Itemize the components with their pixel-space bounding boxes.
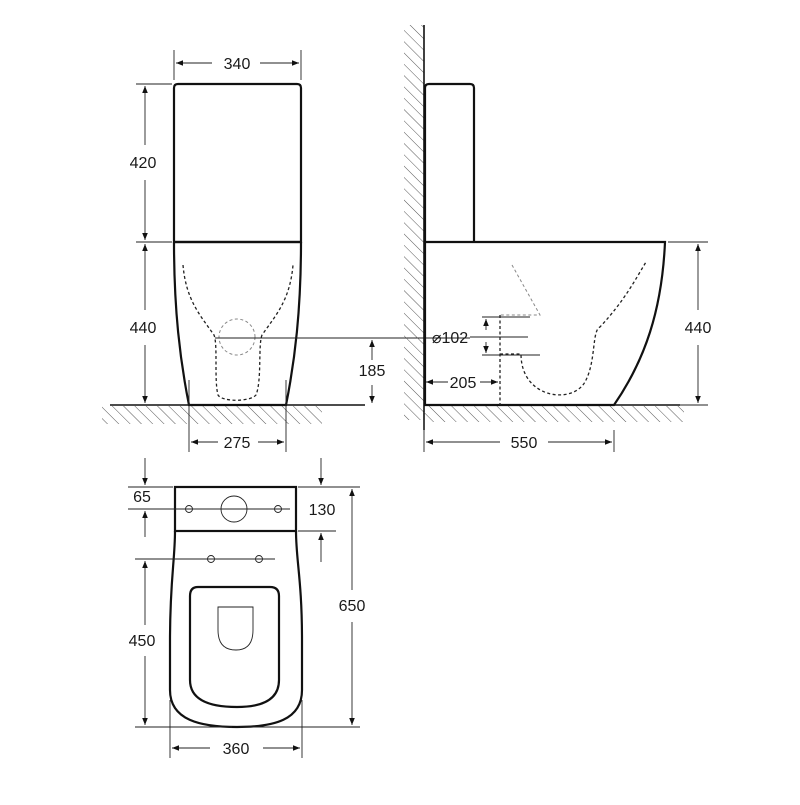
bowl-opening [217, 606, 254, 651]
dim-base-width: 275 [224, 435, 251, 452]
tank-outline [172, 82, 303, 244]
outlet-hidden [218, 318, 256, 356]
dim-outlet-height: 185 [359, 363, 386, 380]
side-view: ⌀102 205 440 550 [404, 25, 711, 452]
tank-side-outline [423, 82, 476, 242]
dim-tank-depth: 130 [309, 502, 336, 519]
bowl-outline [172, 241, 303, 407]
floor-hatch [102, 406, 322, 424]
dim-total-depth: 550 [511, 435, 538, 452]
front-view: 340 420 440 185 275 [102, 50, 470, 452]
trapway-side-hidden [500, 261, 647, 396]
floor-hatch-side [424, 406, 684, 422]
bowl-top-outline [168, 530, 304, 729]
dim-tank-width: 340 [224, 56, 251, 73]
trapway-hidden [182, 264, 294, 401]
seat-outline [188, 585, 281, 709]
dim-bowl-height-side: 440 [685, 320, 712, 337]
dim-outlet-from-wall: 205 [450, 375, 477, 392]
dim-bowl-height-front: 440 [130, 320, 157, 337]
wall-hatch [404, 25, 424, 420]
dim-hole-offset: 65 [133, 489, 151, 506]
top-view: 65 130 650 450 360 [128, 458, 365, 758]
dim-outlet-diameter: ⌀102 [432, 330, 468, 347]
dim-total-length: 650 [339, 598, 366, 615]
dim-fixing-to-front: 450 [129, 633, 156, 650]
dim-width: 360 [223, 741, 250, 758]
bowl-side-outline [423, 240, 667, 407]
dim-tank-height: 420 [130, 155, 157, 172]
